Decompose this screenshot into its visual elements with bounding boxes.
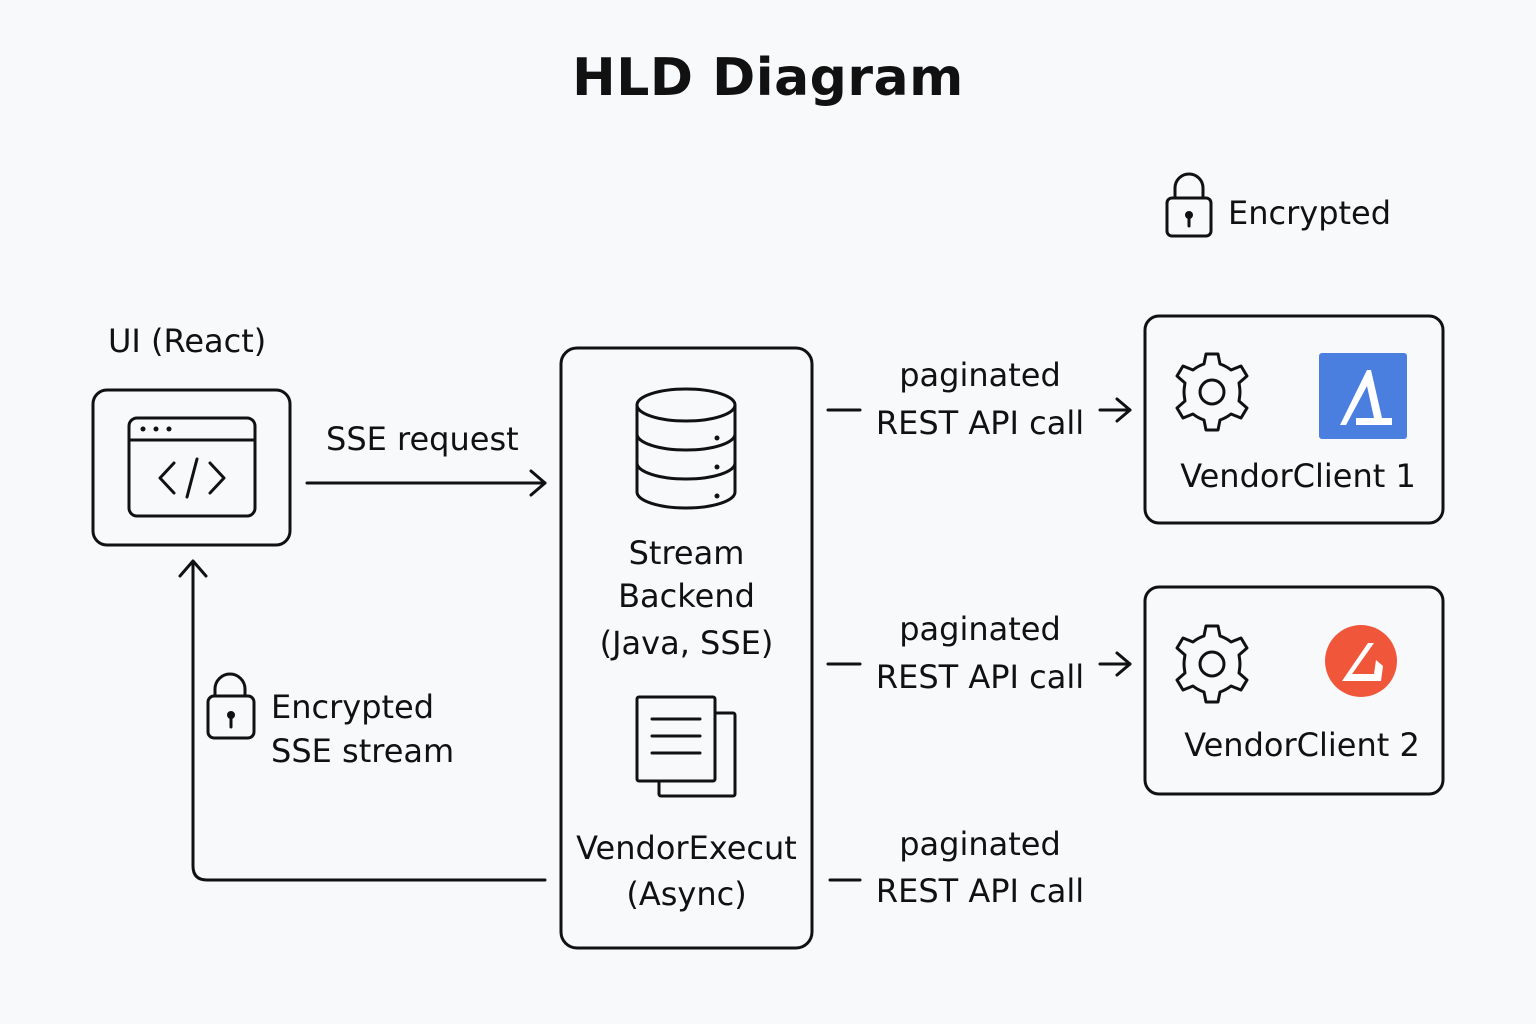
vendor-client-2-label: VendorClient 2 <box>1184 726 1420 764</box>
api-call-1-label-line1: paginated <box>899 356 1061 394</box>
vendor-executor-label-line1: VendorExecut <box>576 829 797 867</box>
ui-node-box <box>91 388 292 547</box>
vendor-2-logo <box>1325 625 1397 697</box>
legend-label: Encrypted <box>1228 194 1392 232</box>
encrypted-stream-label-line1: Encrypted <box>271 688 435 726</box>
legend-lock-icon <box>1165 172 1213 238</box>
api-call-3-label-line1: paginated <box>899 825 1061 863</box>
stream-backend-label-line2: Backend <box>618 577 755 615</box>
api-call-2-label-line1: paginated <box>899 610 1061 648</box>
api-call-arrow-2 <box>826 651 1132 677</box>
backend-container <box>559 346 814 950</box>
vendor-1-logo <box>1319 353 1407 439</box>
api-call-arrow-1 <box>826 397 1132 423</box>
ui-node-label: UI (React) <box>108 322 267 360</box>
code-window-icon <box>127 416 257 518</box>
sse-stream-return-arrow <box>178 559 547 882</box>
gear-icon <box>1175 352 1249 432</box>
encrypted-stream-label-line2: SSE stream <box>271 732 455 770</box>
sse-request-label: SSE request <box>326 420 519 458</box>
api-call-2-label-line2: REST API call <box>875 658 1085 696</box>
page-title: HLD Diagram <box>572 48 964 108</box>
stream-lock-icon <box>206 672 256 740</box>
sse-request-arrow <box>305 469 547 497</box>
vendor-client-2-box <box>1143 585 1445 796</box>
api-call-3-label-line2: REST API call <box>875 872 1085 910</box>
stream-backend-label-line1: Stream <box>628 534 745 572</box>
documents-icon <box>635 695 737 798</box>
api-call-1-label-line2: REST API call <box>875 404 1085 442</box>
vendor-executor-label-line2: (Async) <box>626 875 747 913</box>
vendor-client-1-label: VendorClient 1 <box>1180 457 1416 495</box>
stream-backend-label-line3: (Java, SSE) <box>599 624 774 662</box>
gear-icon <box>1175 624 1249 704</box>
database-icon <box>635 387 737 510</box>
vendor-client-1-box <box>1143 314 1445 525</box>
